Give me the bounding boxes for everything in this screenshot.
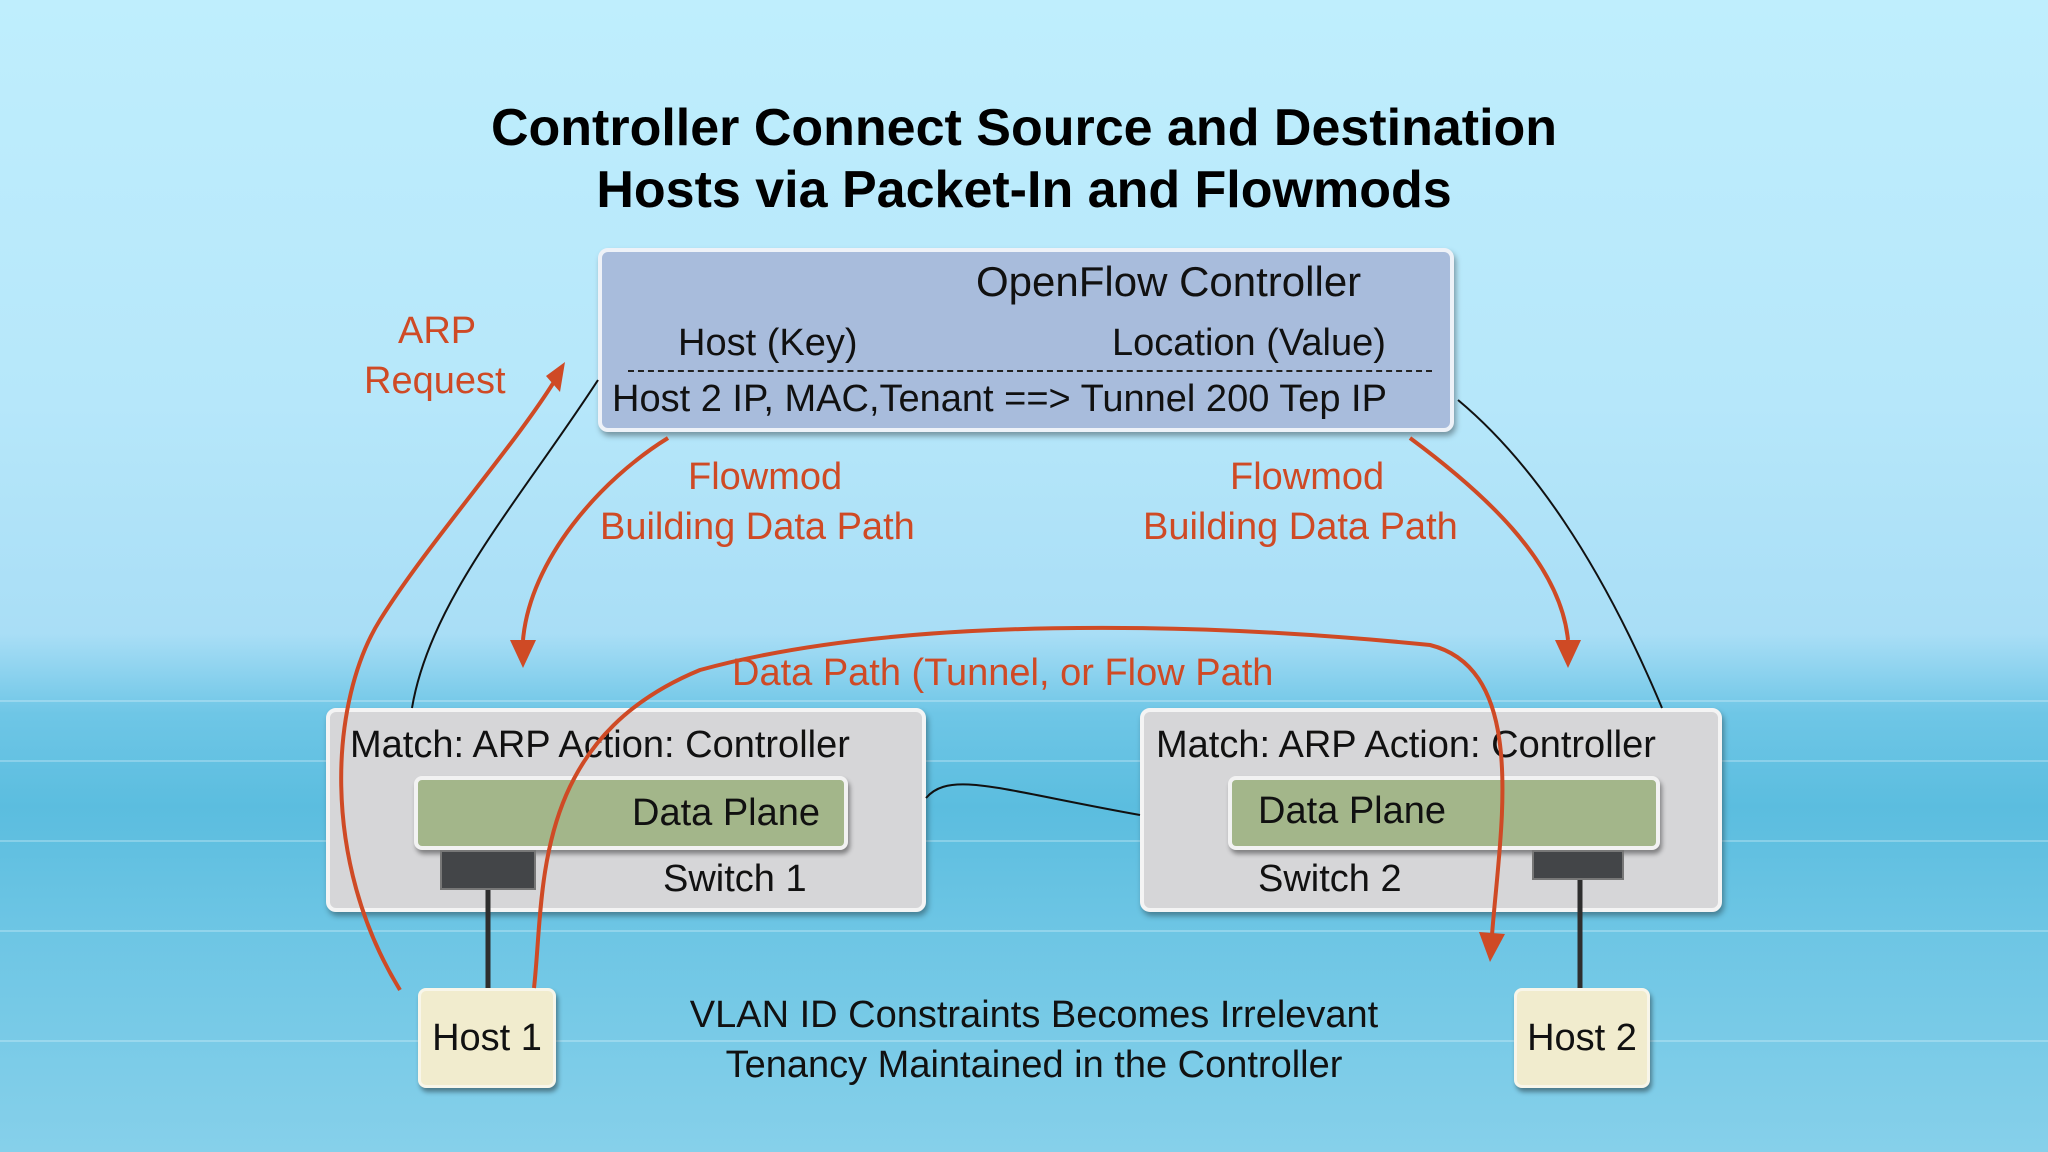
wave-line xyxy=(0,1040,2048,1042)
switch-2-data-plane: Data Plane xyxy=(1228,776,1660,850)
footer-line-1: VLAN ID Constraints Becomes Irrelevant xyxy=(689,994,1379,1036)
switch-1-label: Switch 1 xyxy=(663,858,807,900)
wave-line xyxy=(0,700,2048,702)
column-location-value: Location (Value) xyxy=(1112,322,1386,364)
wave-line xyxy=(0,840,2048,842)
switch-2-label: Switch 2 xyxy=(1258,858,1402,900)
controller-title: OpenFlow Controller xyxy=(976,258,1362,305)
switch-1-data-plane-label: Data Plane xyxy=(632,792,821,834)
arp-label-line-2: Request xyxy=(364,360,506,402)
switch-1-rule: Match: ARP Action: Controller xyxy=(350,724,850,766)
flowmod-right-line-2: Building Data Path xyxy=(1143,506,1458,548)
host-2-box: Host 2 xyxy=(1514,988,1650,1088)
flowmod-left-line-1: Flowmod xyxy=(688,456,843,498)
controller-entry: Host 2 IP, MAC,Tenant ==> Tunnel 200 Tep… xyxy=(612,378,1387,420)
title-line-1: Controller Connect Source and Destinatio… xyxy=(490,99,1558,157)
table-divider xyxy=(628,370,1432,372)
wave-line xyxy=(0,930,2048,932)
wave-line xyxy=(0,760,2048,762)
footer-line-2: Tenancy Maintained in the Controller xyxy=(725,1044,1343,1086)
switch-2-data-plane-label: Data Plane xyxy=(1258,790,1447,832)
switch-2-port xyxy=(1532,850,1624,880)
switch-1-port xyxy=(440,850,536,890)
switch-1-data-plane: Data Plane xyxy=(414,776,848,850)
arp-label-line-1: ARP xyxy=(398,310,477,352)
column-host-key: Host (Key) xyxy=(678,322,858,364)
data-path-label: Data Path (Tunnel, or Flow Path xyxy=(732,652,1274,694)
openflow-controller-box: OpenFlow Controller Host (Key) Location … xyxy=(598,248,1454,432)
title-line-2: Hosts via Packet-In and Flowmods xyxy=(596,161,1452,219)
switch-2-rule: Match: ARP Action: Controller xyxy=(1156,724,1656,766)
flowmod-right-line-1: Flowmod xyxy=(1230,456,1385,498)
host-1-box: Host 1 xyxy=(418,988,556,1088)
flowmod-left-line-2: Building Data Path xyxy=(600,506,915,548)
